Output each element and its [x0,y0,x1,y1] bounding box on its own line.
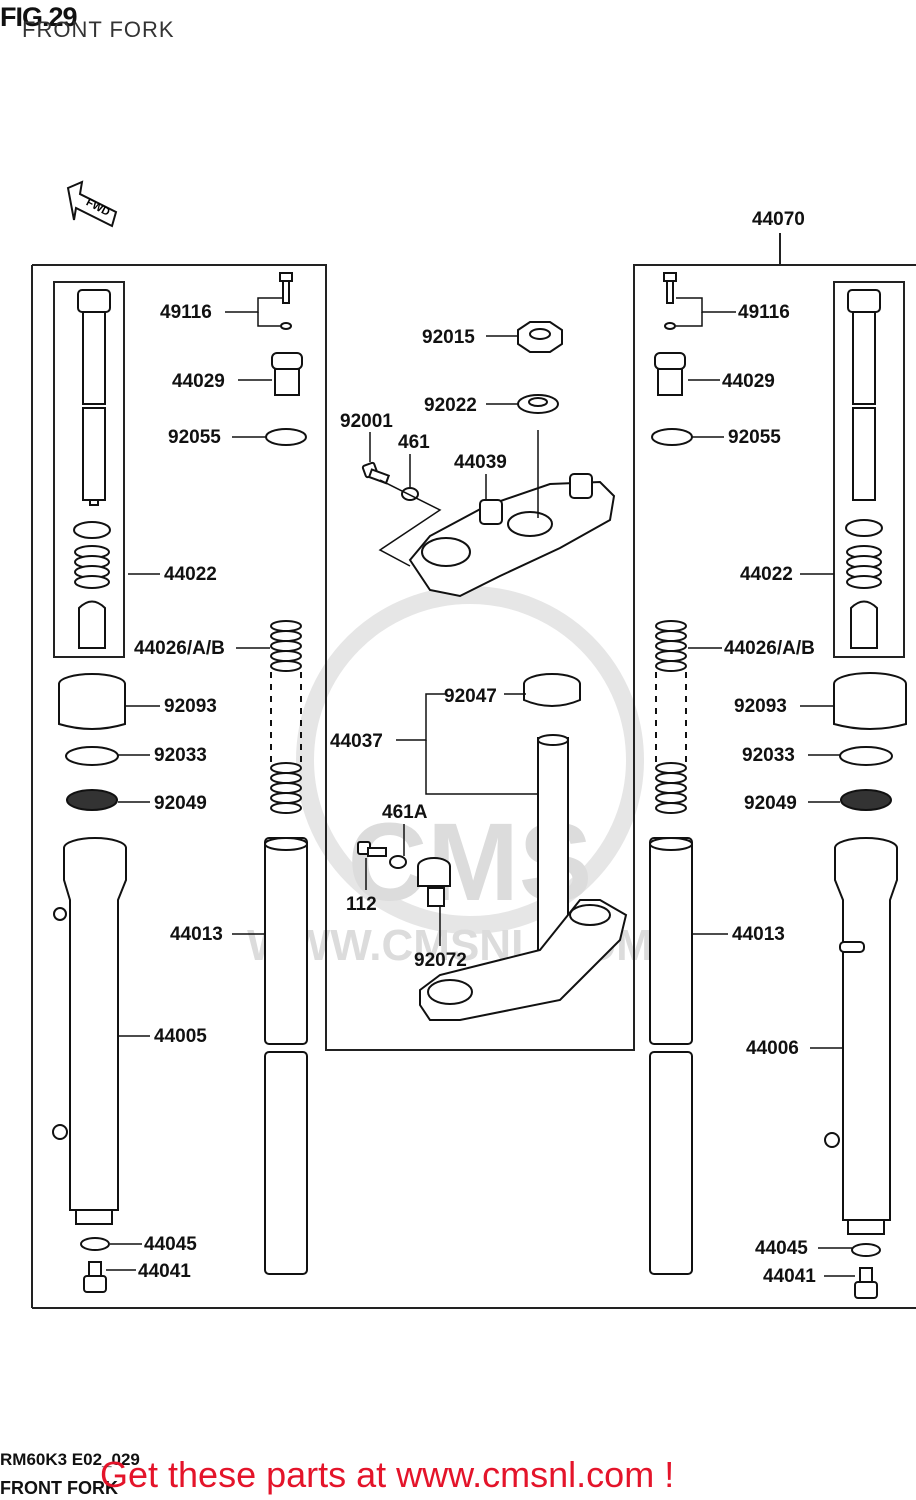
label-44039: 44039 [454,452,507,473]
steering-parts [357,321,628,1021]
gasket-right [851,1243,881,1257]
steering-stem [419,734,628,1021]
leader-lines [106,297,855,1277]
label-92033-right: 92033 [742,745,795,766]
right-fork-parts [649,272,907,1299]
diagram-name: FRONT FORK [0,1478,118,1498]
damper-rod-right [847,289,881,501]
fork-cap-right [654,352,686,396]
pinch-bolt-lower [357,841,387,857]
leader-bracket-bolt [378,479,442,567]
label-44045-left: 44045 [144,1234,197,1255]
cable-clamp [417,857,451,907]
label-112: 112 [346,894,377,915]
circlip-right [845,519,883,537]
label-44026-right: 44026/A/B [724,638,815,659]
label-44029-right: 44029 [722,371,775,392]
label-44006: 44006 [746,1038,799,1059]
figure-subtitle: FRONT FORK [22,17,175,42]
inner-tube-right [649,837,693,1275]
fork-cap-left [271,352,303,396]
diagram-code: RM60K3 E02_029 [0,1450,140,1469]
label-44037: 44037 [330,731,383,752]
small-spring-left [74,545,110,589]
exploded-parts-diagram: CMS WWW.CMSNL.COM FWD [31,180,916,1309]
damper-rod-left [77,289,111,506]
label-92093-left: 92093 [164,696,217,717]
oil-seal-left [66,789,118,811]
label-461a: 461A [382,802,428,823]
label-49116-left: 49116 [160,302,212,323]
assembly-frames [31,233,916,1309]
cap-bolt-right [663,272,677,330]
upper-bracket [408,473,616,598]
label-44013-right: 44013 [732,924,785,945]
steering-nut [517,321,563,353]
gasket-left [80,1237,110,1251]
label-44022-left: 44022 [164,564,217,585]
label-44041-right: 44041 [763,1266,816,1287]
stopper-ring-right [839,746,893,766]
label-44005: 44005 [154,1026,207,1047]
washer-461a [389,855,407,869]
label-44041-left: 44041 [138,1261,191,1282]
oil-seal-right [840,789,892,811]
steering-seal-cap [523,673,581,707]
outer-tube-left [52,837,127,1225]
label-49116-right: 49116 [738,302,790,323]
bottom-bolt-right [854,1267,878,1299]
o-ring-right [651,428,693,446]
fork-spring-left [270,620,302,814]
cap-bolt-left [279,272,293,330]
left-fork-parts [52,272,308,1293]
label-461: 461 [398,432,430,453]
fork-spring-right [655,620,687,814]
label-92055-right: 92055 [728,427,781,448]
label-92049-left: 92049 [154,793,207,814]
label-92033-left: 92033 [154,745,207,766]
label-92093-right: 92093 [734,696,787,717]
label-44013-left: 44013 [170,924,223,945]
o-ring-left [265,428,307,446]
label-44029-left: 44029 [172,371,225,392]
label-44045-right: 44045 [755,1238,808,1259]
dust-seal-left [58,673,126,730]
circlip-left [73,521,111,539]
stopper-ring-left [65,746,119,766]
label-92072: 92072 [414,950,467,971]
label-44022-right: 44022 [740,564,793,585]
label-92047: 92047 [444,686,497,707]
label-44026-left: 44026/A/B [134,638,225,659]
small-spring-right [846,545,882,589]
forward-arrow-icon: FWD [66,180,118,228]
bottom-bolt-left [83,1261,107,1293]
inner-tube-left [264,837,308,1275]
label-92001: 92001 [340,411,393,432]
piston-right [850,600,878,649]
promo-link[interactable]: Get these parts at www.cmsnl.com ! [100,1454,675,1495]
label-92055-left: 92055 [168,427,221,448]
label-92049-right: 92049 [744,793,797,814]
label-44070: 44070 [752,209,805,230]
dust-seal-right [833,672,907,730]
pinch-bolt-top [361,461,391,485]
outer-tube-right [824,837,898,1235]
part-labels: 44070 49116 44029 92055 44022 44026/A/B … [134,209,816,1287]
piston-left [78,600,106,649]
figure-number: FIG.29 [0,2,78,32]
label-92022: 92022 [424,395,477,416]
label-92015: 92015 [422,327,475,348]
